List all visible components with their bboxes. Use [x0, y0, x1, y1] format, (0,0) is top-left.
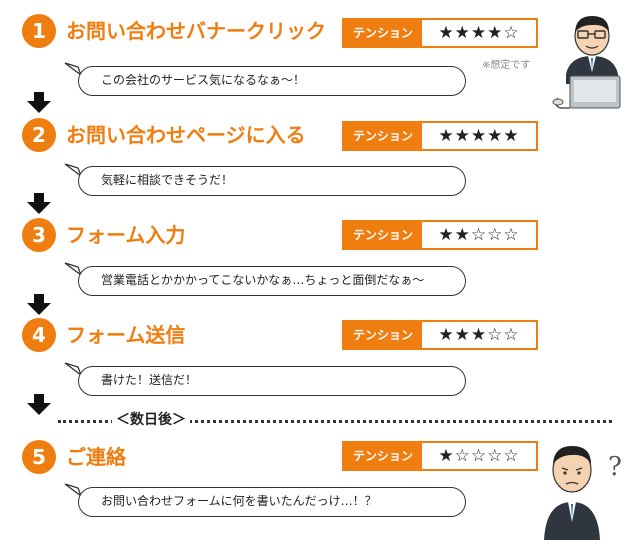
tension-stars: ★★★☆☆ — [422, 322, 536, 348]
step-title: フォーム送信 — [66, 323, 186, 347]
question-mark: ? — [608, 452, 622, 482]
tension-label: テンション — [344, 322, 422, 348]
star-empty-icon: ☆ — [470, 446, 488, 466]
star-empty-icon: ☆ — [487, 325, 504, 345]
confused-businessman-illustration — [544, 446, 600, 540]
star-filled-icon: ★ — [470, 126, 488, 146]
assumption-note: ※想定です — [482, 60, 531, 71]
tension-stars: ★☆☆☆☆ — [422, 443, 536, 469]
time-divider-line — [58, 420, 612, 423]
tension-stars: ★★☆☆☆ — [422, 222, 536, 248]
tension-meter: テンション ★★★☆☆ — [342, 320, 538, 350]
star-filled-icon: ★ — [454, 23, 471, 43]
speech-tail — [64, 62, 82, 77]
star-empty-icon: ☆ — [487, 225, 504, 245]
step-title: お問い合わせバナークリック — [66, 19, 326, 43]
star-filled-icon: ★ — [438, 23, 455, 43]
star-filled-icon: ★ — [438, 446, 455, 466]
star-filled-icon: ★ — [454, 225, 471, 245]
tension-label: テンション — [344, 443, 422, 469]
star-filled-icon: ★ — [503, 126, 520, 146]
speech-bubble: お問い合わせフォームに何を書いたんだっけ…！？ — [78, 487, 466, 517]
down-arrow-icon — [27, 193, 51, 214]
speech-bubble: 気軽に相談できそうだ！ — [78, 166, 466, 196]
tension-meter: テンション ★☆☆☆☆ — [342, 441, 538, 471]
step-number: 3 — [22, 218, 56, 252]
speech-bubble: この会社のサービス気になるなぁ～！ — [78, 66, 466, 96]
down-arrow-icon — [27, 294, 51, 315]
tension-label: テンション — [344, 20, 422, 46]
star-filled-icon: ★ — [487, 23, 504, 43]
tension-stars: ★★★★☆ — [422, 20, 536, 46]
speech-tail — [64, 362, 82, 377]
speech-tail — [64, 262, 82, 277]
tension-meter: テンション ★★★★★ — [342, 121, 538, 151]
speech-bubble: 営業電話とかかかってこないかなぁ…ちょっと面倒だなぁ～ — [78, 266, 466, 296]
time-divider-label: ＜数日後＞ — [112, 411, 190, 429]
star-empty-icon: ☆ — [470, 225, 488, 245]
step-title: フォーム入力 — [66, 223, 186, 247]
step-number: 5 — [22, 440, 56, 474]
star-filled-icon: ★ — [470, 23, 488, 43]
star-filled-icon: ★ — [487, 126, 504, 146]
star-filled-icon: ★ — [438, 126, 455, 146]
speech-tail — [64, 483, 82, 498]
tension-label: テンション — [344, 123, 422, 149]
step-title: ご連絡 — [66, 445, 126, 469]
star-filled-icon: ★ — [454, 126, 471, 146]
step-number: 4 — [22, 318, 56, 352]
speech-bubble: 書けた！送信だ！ — [78, 366, 466, 396]
down-arrow-icon — [27, 394, 51, 415]
star-empty-icon: ☆ — [454, 446, 471, 466]
step-title: お問い合わせページに入る — [66, 123, 306, 147]
star-empty-icon: ☆ — [487, 446, 504, 466]
star-empty-icon: ☆ — [503, 225, 520, 245]
step-number: 2 — [22, 118, 56, 152]
tension-stars: ★★★★★ — [422, 123, 536, 149]
step-number: 1 — [22, 14, 56, 48]
star-filled-icon: ★ — [438, 225, 455, 245]
star-filled-icon: ★ — [454, 325, 471, 345]
star-filled-icon: ★ — [470, 325, 488, 345]
star-empty-icon: ☆ — [503, 325, 520, 345]
tension-meter: テンション ★★★★☆ — [342, 18, 538, 48]
star-empty-icon: ☆ — [503, 446, 520, 466]
tension-meter: テンション ★★☆☆☆ — [342, 220, 538, 250]
down-arrow-icon — [27, 92, 51, 113]
star-filled-icon: ★ — [438, 325, 455, 345]
star-empty-icon: ☆ — [503, 23, 520, 43]
tension-label: テンション — [344, 222, 422, 248]
businessman-at-computer-illustration — [552, 16, 621, 109]
